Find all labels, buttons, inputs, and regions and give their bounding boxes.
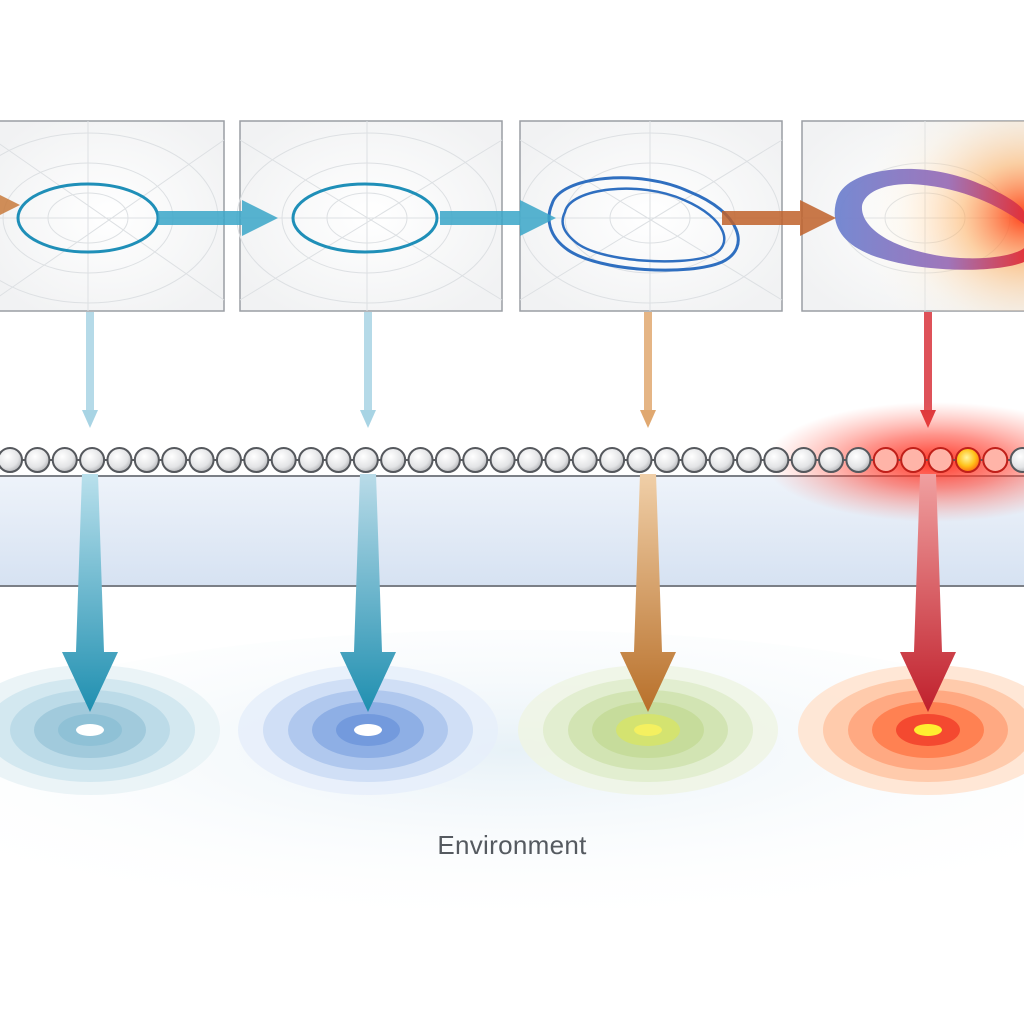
environment-arrow-4: [900, 474, 956, 712]
chain-bead: [626, 447, 653, 473]
broken-ring-state: [834, 168, 1024, 270]
ripple-3: [518, 665, 778, 795]
chain-bead: [434, 447, 461, 473]
chain-beads: [0, 447, 1024, 473]
distorted-state-outer: [547, 176, 740, 272]
chain-bead: [51, 447, 78, 473]
ripple-core: [354, 724, 382, 736]
chain-bead: [325, 447, 352, 473]
ripple-core: [76, 724, 104, 736]
ripple-4: [798, 665, 1024, 795]
drop-arrow-1: [82, 312, 98, 428]
panel-4: [801, 120, 1024, 312]
chain-bead: [845, 447, 872, 473]
ripple-2: [238, 665, 498, 795]
flow-arrow-3: [440, 200, 556, 236]
chain-bead: [352, 447, 379, 473]
chain-bead: [735, 447, 762, 473]
chain-bead: [872, 447, 899, 473]
chain-bead: [763, 447, 790, 473]
chain-bead: [517, 447, 543, 473]
environment-arrow-3: [620, 474, 676, 712]
environment-label: Environment: [437, 830, 587, 860]
chain-bead: [24, 447, 51, 473]
drop-arrow-2: [360, 312, 376, 428]
chain-bead: [380, 447, 407, 473]
flow-arrow-4: [722, 200, 836, 236]
chain-bead: [571, 447, 598, 473]
coherent-state-ellipse-2: [291, 182, 439, 254]
chain-bead: [298, 447, 325, 473]
chain-bead: [790, 447, 817, 473]
environment-arrow-1: [62, 474, 118, 712]
chain-bead: [462, 447, 489, 473]
chain-bead: [407, 447, 434, 473]
chain-bead: [818, 447, 845, 473]
distorted-state-inner: [561, 187, 726, 263]
chain-bead: [708, 447, 735, 473]
flow-arrow-1: [0, 195, 20, 215]
flow-arrow-2: [158, 200, 278, 236]
chain-bead: [270, 447, 297, 473]
chain-bead: [982, 447, 1009, 473]
environment-arrow-2: [340, 474, 396, 712]
drop-arrows: [82, 312, 936, 428]
environment-ripples: [0, 665, 1024, 795]
chain-bead: [653, 447, 680, 473]
chain-bead: [215, 447, 242, 473]
chain-bead: [954, 447, 981, 473]
chain-bead: [106, 447, 133, 473]
chain-bead: [900, 447, 927, 473]
chain-bead: [489, 447, 516, 473]
chain-bead: [1009, 447, 1024, 473]
chain-bead: [927, 447, 954, 473]
chain-bead: [133, 447, 160, 473]
chain-bead: [599, 447, 626, 473]
chain-bead: [243, 447, 270, 473]
chain-bead: [161, 447, 188, 473]
ripple-1: [0, 665, 220, 795]
chain-bead: [188, 447, 215, 473]
drop-arrow-3: [640, 312, 656, 428]
ripple-core: [914, 724, 942, 736]
environment-arrows: [62, 474, 956, 712]
chain-bead: [544, 447, 571, 473]
chain-bead: [79, 447, 106, 473]
chain-bead: [0, 447, 23, 473]
flow-arrows: [0, 195, 836, 236]
chain-bead: [681, 447, 708, 473]
ripple-core: [634, 724, 662, 736]
